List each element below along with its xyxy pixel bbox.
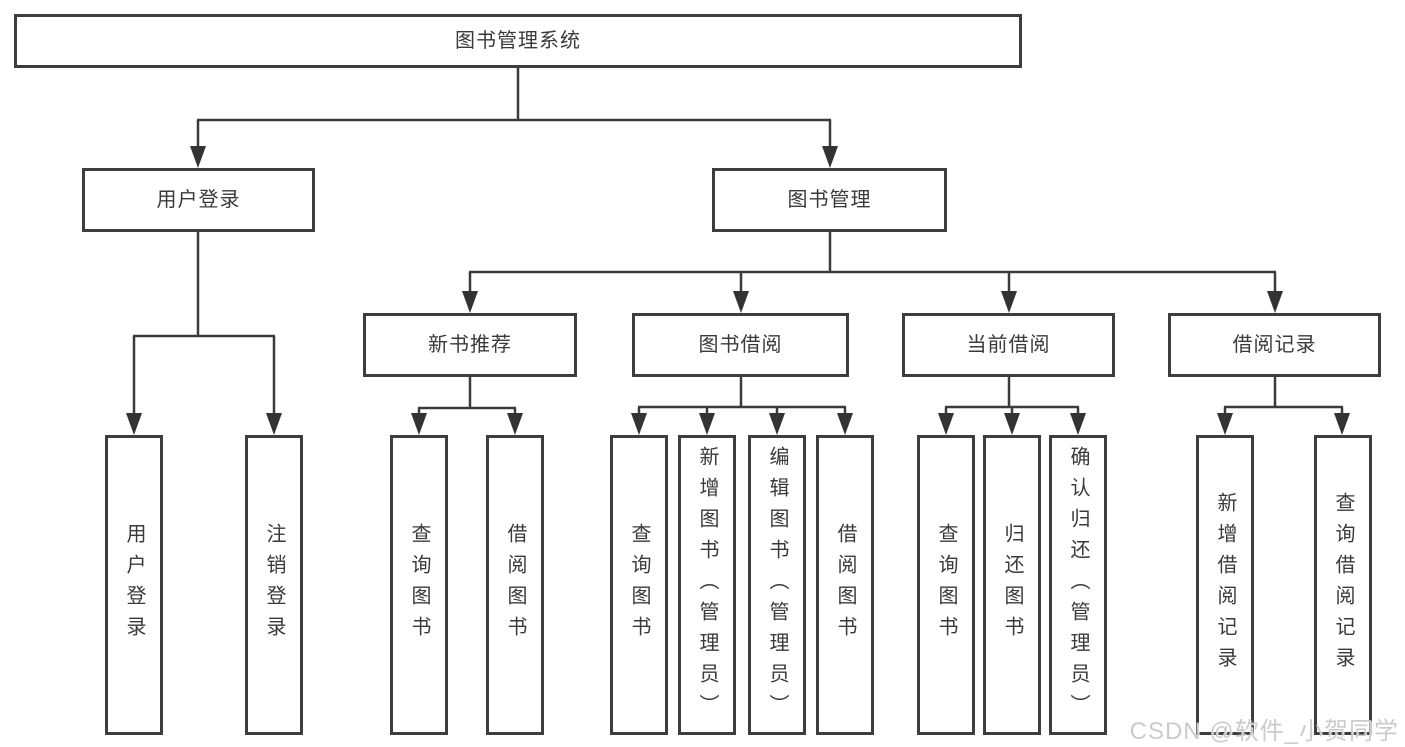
node-leaf-logout: 注销登录 — [245, 435, 303, 735]
node-leaf-borrow-books-2: 借阅图书 — [816, 435, 874, 735]
leaf-label: 新增图书（管理员） — [696, 445, 718, 725]
node-leaf-query-books-2: 查询图书 — [610, 435, 668, 735]
leaf-label: 编辑图书（管理员） — [766, 445, 788, 725]
node-borrowing-records: 借阅记录 — [1168, 313, 1381, 377]
leaf-label: 归还图书 — [1001, 523, 1023, 647]
node-new-book-recommend-label: 新书推荐 — [428, 334, 512, 356]
leaf-label: 查询图书 — [628, 523, 650, 647]
leaf-label: 查询图书 — [935, 523, 957, 647]
node-current-borrowing: 当前借阅 — [902, 313, 1115, 377]
node-leaf-edit-books-admin: 编辑图书（管理员） — [748, 435, 806, 735]
node-book-management-label: 图书管理 — [787, 189, 872, 211]
node-root-system: 图书管理系统 — [14, 14, 1022, 68]
node-leaf-add-books-admin: 新增图书（管理员） — [678, 435, 736, 735]
leaf-label: 查询借阅记录 — [1332, 492, 1354, 678]
leaf-label: 查询图书 — [408, 523, 430, 647]
leaf-label: 新增借阅记录 — [1214, 492, 1236, 678]
node-leaf-return-books: 归还图书 — [983, 435, 1041, 735]
node-leaf-user-login: 用户登录 — [105, 435, 163, 735]
node-book-management: 图书管理 — [712, 168, 947, 232]
leaf-label: 借阅图书 — [504, 523, 526, 647]
node-book-borrowing-label: 图书借阅 — [698, 334, 783, 356]
node-leaf-query-borrow-record: 查询借阅记录 — [1314, 435, 1372, 735]
node-leaf-borrow-books-1: 借阅图书 — [486, 435, 544, 735]
node-user-login-label: 用户登录 — [156, 189, 241, 211]
node-leaf-query-books-3: 查询图书 — [917, 435, 975, 735]
node-leaf-add-borrow-record: 新增借阅记录 — [1196, 435, 1254, 735]
node-new-book-recommend: 新书推荐 — [363, 313, 577, 377]
leaf-label: 用户登录 — [123, 523, 145, 647]
leaf-label: 注销登录 — [263, 523, 285, 647]
node-user-login: 用户登录 — [82, 168, 315, 232]
leaf-label: 借阅图书 — [834, 523, 856, 647]
node-borrowing-records-label: 借阅记录 — [1232, 334, 1317, 356]
csdn-watermark: CSDN @软件_小贺同学 — [1129, 718, 1399, 745]
node-book-borrowing: 图书借阅 — [632, 313, 849, 377]
node-leaf-confirm-return-admin: 确认归还（管理员） — [1049, 435, 1107, 735]
leaf-label: 确认归还（管理员） — [1067, 445, 1089, 725]
node-leaf-query-books-1: 查询图书 — [390, 435, 448, 735]
node-root-label: 图书管理系统 — [455, 30, 581, 52]
node-current-borrowing-label: 当前借阅 — [966, 334, 1051, 356]
